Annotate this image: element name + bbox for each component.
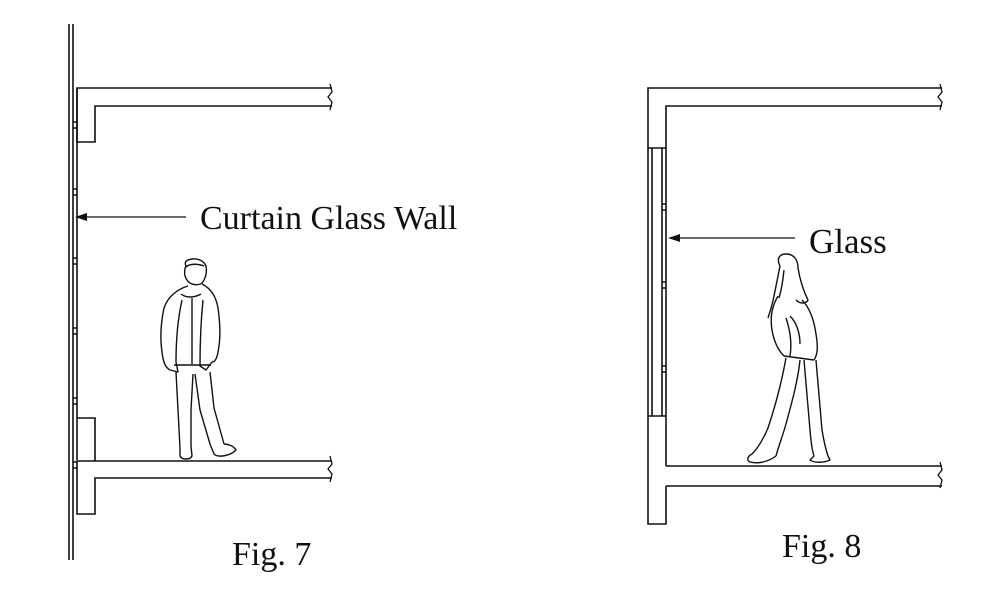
figure-7-section (68, 24, 333, 560)
glass-label: Glass (809, 222, 887, 261)
window-connectors (662, 203, 666, 373)
upper-slab-break-8 (937, 83, 943, 111)
lower-slab-break (327, 455, 333, 483)
lower-slab-break-8 (937, 461, 943, 489)
curtain-glass-wall-label: Curtain Glass Wall (200, 200, 458, 237)
glass-arrowhead (668, 234, 680, 242)
lower-slab (76, 460, 332, 515)
man-figure (160, 258, 237, 460)
sill-upstand (77, 417, 96, 461)
upper-slab-break (327, 83, 333, 111)
figure-8-caption: Fig. 8 (782, 528, 862, 565)
curtain-wall-mullion (68, 24, 78, 560)
lower-slab-8 (666, 465, 942, 487)
sill-upstand-8 (647, 416, 667, 525)
figure-7-caption: Fig. 7 (232, 536, 312, 573)
upper-slab (76, 87, 332, 143)
curtain-wall-arrowhead (75, 213, 87, 221)
woman-figure (747, 253, 831, 464)
upper-slab-8 (647, 87, 942, 149)
figure-8-section (647, 83, 943, 525)
